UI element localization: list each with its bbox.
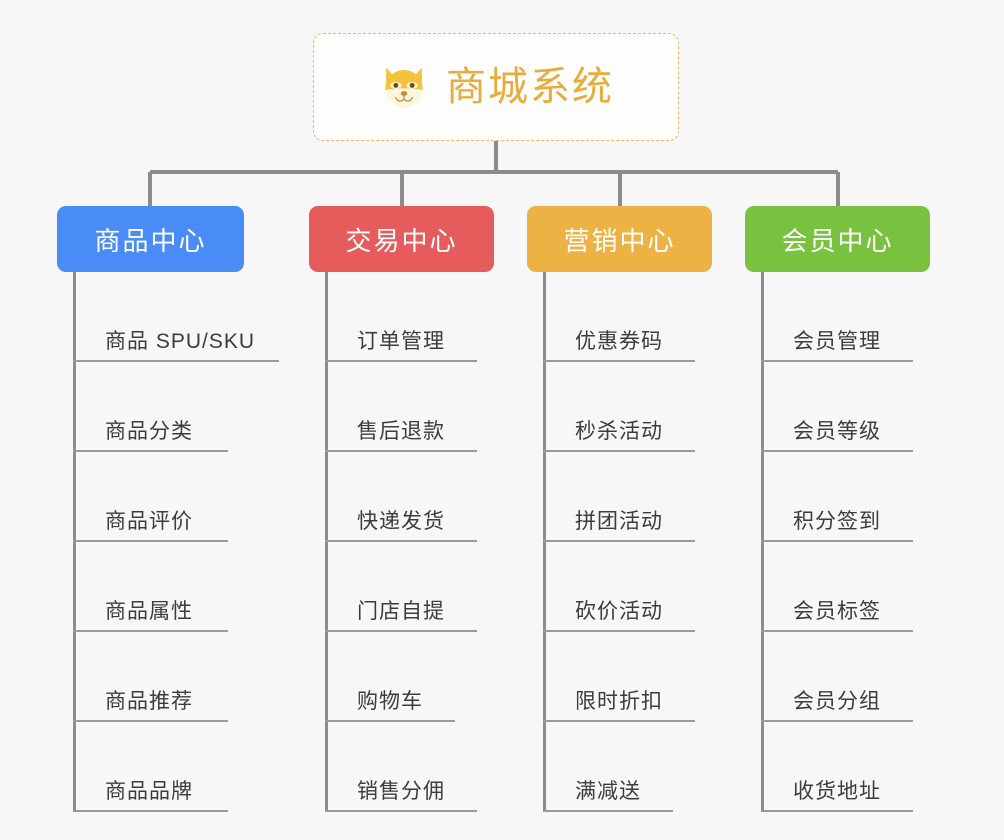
leaf-underline [73, 540, 228, 542]
category-box-4[interactable]: 会员中心 [745, 206, 930, 272]
leaf-label: 会员标签 [793, 600, 881, 623]
leaf-item[interactable]: 订单管理 [325, 272, 477, 362]
leaf-label: 商品推荐 [105, 690, 193, 713]
category-box-2[interactable]: 交易中心 [309, 206, 494, 272]
leaf-underline [543, 450, 695, 452]
leaf-underline [73, 630, 228, 632]
category-box-1[interactable]: 商品中心 [57, 206, 244, 272]
leaf-underline [761, 720, 913, 722]
leaf-underline [325, 810, 477, 812]
leaf-label: 限时折扣 [575, 690, 663, 713]
leaf-underline [73, 450, 228, 452]
category-box-3[interactable]: 营销中心 [527, 206, 712, 272]
leaf-label: 销售分佣 [357, 780, 445, 803]
leaf-label: 门店自提 [357, 600, 445, 623]
shiba-dog-face-icon [385, 67, 423, 109]
leaf-item[interactable]: 会员标签 [761, 542, 913, 632]
leaf-label: 会员等级 [793, 420, 881, 443]
leaf-item[interactable]: 商品 SPU/SKU [73, 272, 279, 362]
leaf-item[interactable]: 会员分组 [761, 632, 913, 722]
leaf-underline [325, 540, 477, 542]
leaf-spine [73, 272, 76, 812]
leaf-underline [761, 540, 913, 542]
leaf-item[interactable]: 门店自提 [325, 542, 477, 632]
leaf-underline [543, 810, 673, 812]
leaf-underline [325, 360, 477, 362]
leaf-underline [543, 540, 695, 542]
leaf-item[interactable]: 商品分类 [73, 362, 228, 452]
leaf-label: 商品 SPU/SKU [105, 330, 256, 353]
leaf-item[interactable]: 收货地址 [761, 722, 913, 812]
leaf-spine [761, 272, 764, 812]
leaf-underline [761, 450, 913, 452]
leaf-label: 订单管理 [357, 330, 445, 353]
leaf-underline [761, 360, 913, 362]
leaf-item[interactable]: 商品推荐 [73, 632, 228, 722]
leaf-item[interactable]: 购物车 [325, 632, 455, 722]
leaf-label: 满减送 [575, 780, 641, 803]
leaf-underline [325, 720, 455, 722]
leaf-underline [73, 720, 228, 722]
leaf-item[interactable]: 售后退款 [325, 362, 477, 452]
category-label: 交易中心 [345, 225, 458, 256]
leaf-label: 购物车 [357, 690, 423, 713]
leaf-item[interactable]: 商品属性 [73, 542, 228, 632]
leaf-item[interactable]: 商品评价 [73, 452, 228, 542]
leaf-underline [761, 810, 913, 812]
leaf-label: 快递发货 [357, 510, 445, 533]
leaf-item[interactable]: 会员管理 [761, 272, 913, 362]
leaf-label: 商品品牌 [105, 780, 193, 803]
leaf-spine [543, 272, 546, 812]
category-label: 会员中心 [781, 225, 894, 256]
leaf-underline [761, 630, 913, 632]
leaf-item[interactable]: 优惠券码 [543, 272, 695, 362]
leaf-label: 收货地址 [793, 780, 881, 803]
leaf-item[interactable]: 秒杀活动 [543, 362, 695, 452]
leaf-label: 砍价活动 [575, 600, 663, 623]
leaf-underline [543, 360, 695, 362]
leaf-item[interactable]: 会员等级 [761, 362, 913, 452]
leaf-label: 会员管理 [793, 330, 881, 353]
leaf-label: 售后退款 [357, 420, 445, 443]
leaf-underline [73, 810, 228, 812]
leaf-underline [543, 630, 695, 632]
leaf-underline [543, 720, 695, 722]
leaf-underline [325, 630, 477, 632]
leaf-item[interactable]: 拼团活动 [543, 452, 695, 542]
leaf-item[interactable]: 积分签到 [761, 452, 913, 542]
category-label: 营销中心 [563, 225, 676, 256]
leaf-spine [325, 272, 328, 812]
leaf-label: 商品分类 [105, 420, 193, 443]
leaf-item[interactable]: 销售分佣 [325, 722, 477, 812]
leaf-item[interactable]: 限时折扣 [543, 632, 695, 722]
leaf-item[interactable]: 砍价活动 [543, 542, 695, 632]
root-title: 商城系统 [446, 65, 614, 109]
leaf-label: 商品属性 [105, 600, 193, 623]
leaf-label: 会员分组 [793, 690, 881, 713]
leaf-item[interactable]: 商品品牌 [73, 722, 228, 812]
leaf-label: 秒杀活动 [575, 420, 663, 443]
leaf-label: 拼团活动 [575, 510, 663, 533]
leaf-item[interactable]: 满减送 [543, 722, 673, 812]
leaf-label: 优惠券码 [575, 330, 663, 353]
leaf-item[interactable]: 快递发货 [325, 452, 477, 542]
leaf-label: 商品评价 [105, 510, 193, 533]
leaf-label: 积分签到 [793, 510, 881, 533]
category-label: 商品中心 [94, 225, 207, 256]
leaf-underline [73, 360, 279, 362]
leaf-underline [325, 450, 477, 452]
root-node[interactable]: 商城系统 [313, 33, 679, 141]
